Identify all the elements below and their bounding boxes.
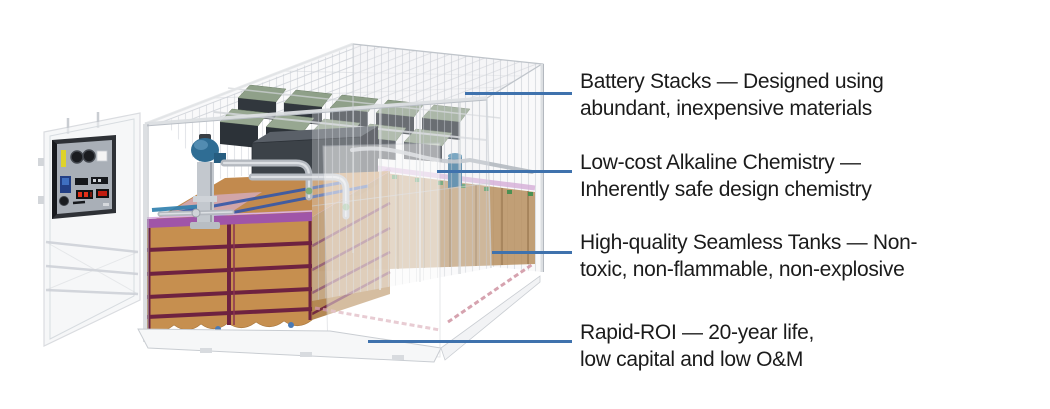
leader-line-battery-stacks — [465, 92, 572, 95]
container-shell — [143, 42, 544, 342]
callout-seamless-tanks: High-quality Seamless Tanks — Non- toxic… — [580, 229, 1040, 283]
leader-line-rapid-roi — [368, 340, 572, 343]
callout-battery-stacks: Battery Stacks — Designed using abundant… — [580, 68, 1040, 122]
callout-line: Inherently safe design chemistry — [580, 178, 872, 201]
callout-alkaline-chemistry: Low-cost Alkaline Chemistry — Inherently… — [580, 149, 1040, 203]
tank-base-strip — [447, 262, 534, 324]
leader-line-seamless-tanks — [492, 251, 572, 254]
callout-line: low capital and low O&M — [580, 348, 804, 371]
panel-knob — [70, 150, 84, 164]
callout-line: High-quality Seamless Tanks — Non- — [580, 231, 918, 254]
callout-line: abundant, inexpensive materials — [580, 97, 872, 120]
base-skid — [137, 275, 541, 363]
callout-line: Battery Stacks — Designed using — [580, 70, 884, 93]
panel-knob — [82, 149, 96, 163]
open-door-sheet — [322, 142, 441, 358]
control-panel — [52, 135, 116, 219]
callout-line: Low-cost Alkaline Chemistry — — [580, 151, 861, 174]
callout-line: toxic, non-flammable, non-explosive — [580, 258, 905, 281]
callout-rapid-roi: Rapid-ROI — 20-year life, low capital an… — [580, 319, 1040, 373]
tank-straps — [146, 221, 313, 325]
panel-knob — [59, 196, 69, 206]
front-top-rail — [144, 96, 488, 126]
pipe-flange — [191, 208, 201, 218]
leader-line-alkaline-chemistry — [437, 170, 572, 173]
tank-purple-rim — [147, 212, 312, 228]
pipe-fitting — [305, 187, 313, 195]
container-illustration — [38, 42, 544, 363]
open-end-door — [38, 112, 141, 347]
panel-white-button — [96, 150, 108, 162]
tank-base-strip — [314, 306, 441, 332]
panel-yellow-label — [61, 150, 66, 167]
panel-display — [75, 178, 88, 185]
callout-line: Rapid-ROI — 20-year life, — [580, 321, 815, 344]
